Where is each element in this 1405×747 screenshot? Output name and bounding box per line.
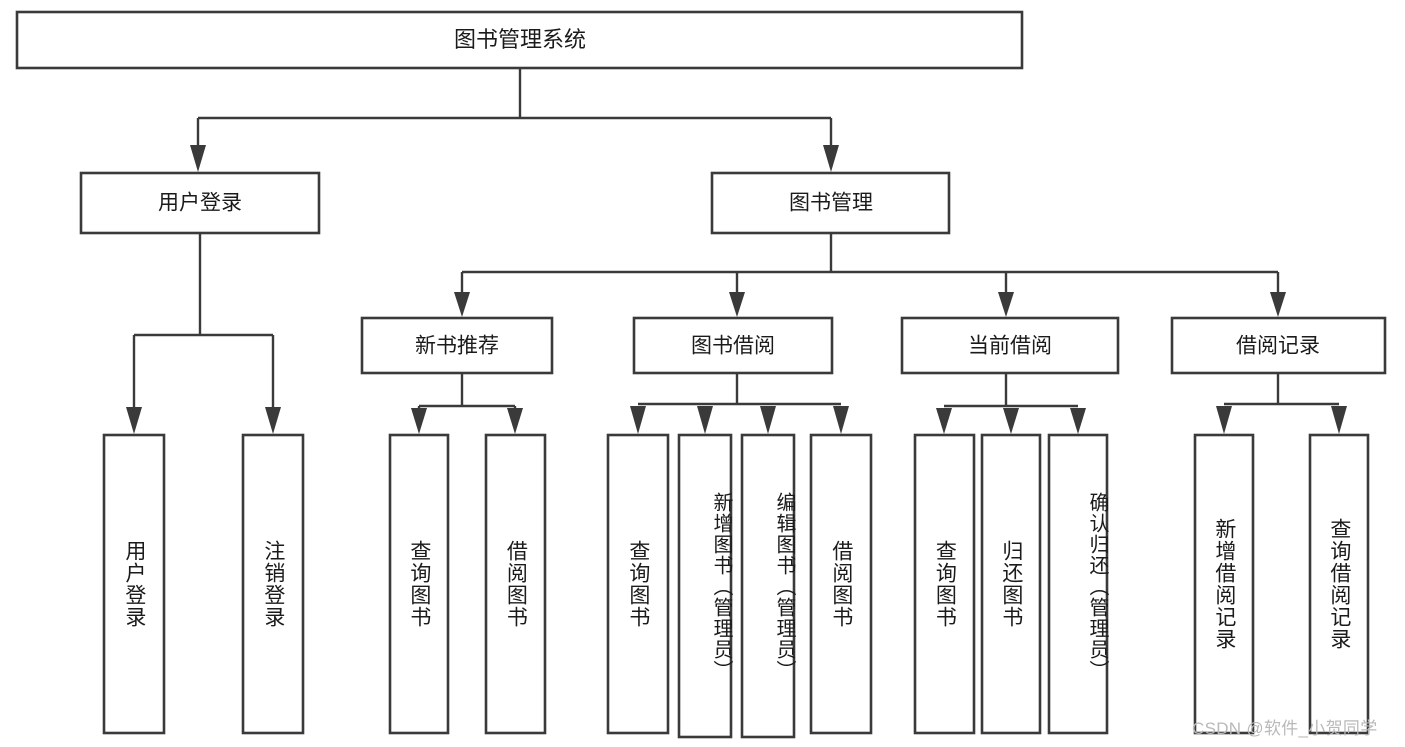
- node-new-book-recommend[interactable]: 新书推荐: [360, 316, 554, 375]
- arrow-head-leaf-borrow-book-1: [507, 408, 523, 434]
- connectors-book-manage-to-level3: [454, 233, 1286, 317]
- node-user-login-label: 用户登录: [158, 192, 242, 215]
- arrow-head-book-borrow: [729, 292, 745, 317]
- leaf-query-book-1-box[interactable]: [388, 433, 450, 735]
- arrow-head-leaf-return-book: [1003, 408, 1019, 434]
- leaf-return-book-box[interactable]: [980, 433, 1042, 735]
- arrow-head-leaf-add-book-admin: [697, 406, 713, 434]
- node-book-manage-label: 图书管理: [789, 192, 873, 215]
- node-book-borrow[interactable]: 图书借阅: [632, 316, 834, 375]
- leaf-logout-box[interactable]: [241, 433, 305, 735]
- node-new-book-recommend-box[interactable]: [360, 316, 554, 375]
- arrow-head-leaf-query-book-1: [411, 408, 427, 434]
- arrow-head-new-book-recommend: [454, 292, 470, 317]
- node-user-login-box[interactable]: [79, 171, 321, 235]
- node-current-borrow[interactable]: 当前借阅: [900, 316, 1120, 375]
- node-root[interactable]: 图书管理系统: [15, 10, 1024, 70]
- node-book-borrow-box[interactable]: [632, 316, 834, 375]
- arrow-head-leaf-user-login: [126, 407, 142, 434]
- arrow-head-current-borrow: [998, 292, 1014, 317]
- arrow-head-leaf-edit-book-admin: [760, 406, 776, 434]
- leaf-borrow-book-2-box[interactable]: [809, 433, 873, 735]
- connectors-borrow-record-to-leaves: [1216, 373, 1347, 434]
- leaf-query-book-3-box[interactable]: [913, 433, 976, 735]
- arrow-head-user-login: [190, 145, 206, 172]
- leaf-boxes: [102, 433, 1370, 739]
- leaf-edit-book-admin-box[interactable]: [740, 433, 796, 739]
- node-book-borrow-label: 图书借阅: [691, 335, 775, 358]
- arrow-head-leaf-logout: [265, 407, 281, 434]
- leaf-add-book-admin-box[interactable]: [677, 433, 733, 739]
- leaf-query-book-2-box[interactable]: [606, 433, 670, 735]
- arrow-head-leaf-query-record: [1331, 406, 1347, 434]
- leaf-borrow-book-1-box[interactable]: [484, 433, 547, 735]
- csdn-watermark: CSDN @软件_小贺同学: [1192, 719, 1378, 738]
- arrow-head-borrow-record: [1270, 292, 1286, 317]
- leaf-query-record-box[interactable]: [1308, 433, 1370, 735]
- node-borrow-record-box[interactable]: [1170, 316, 1387, 375]
- node-book-manage-box[interactable]: [710, 171, 951, 235]
- arrow-head-leaf-query-book-2: [630, 406, 646, 434]
- connectors-root-to-level2: [190, 68, 839, 172]
- node-root-label: 图书管理系统: [454, 27, 586, 52]
- leaf-add-record-box[interactable]: [1193, 433, 1255, 735]
- node-root-box[interactable]: [15, 10, 1024, 70]
- connectors-user-login-to-leaves: [126, 233, 281, 434]
- node-user-login[interactable]: 用户登录: [79, 171, 321, 235]
- arrow-head-leaf-query-book-3: [936, 408, 952, 434]
- leaf-user-login-box[interactable]: [102, 433, 166, 735]
- arrow-head-leaf-confirm-return-admin: [1070, 408, 1086, 434]
- leaf-confirm-return-admin-box[interactable]: [1047, 433, 1109, 735]
- connectors-new-book-recommend-to-leaves: [411, 373, 523, 434]
- connectors-current-borrow-to-leaves: [936, 373, 1086, 434]
- node-book-manage[interactable]: 图书管理: [710, 171, 951, 235]
- arrow-head-leaf-add-record: [1216, 406, 1232, 434]
- node-borrow-record[interactable]: 借阅记录: [1170, 316, 1387, 375]
- node-current-borrow-box[interactable]: [900, 316, 1120, 375]
- node-borrow-record-label: 借阅记录: [1236, 335, 1320, 358]
- connectors-book-borrow-to-leaves: [630, 373, 849, 434]
- arrow-head-leaf-borrow-book-2: [833, 406, 849, 434]
- node-new-book-recommend-label: 新书推荐: [415, 335, 499, 358]
- arrow-head-book-manage: [823, 145, 839, 172]
- node-current-borrow-label: 当前借阅: [968, 335, 1052, 358]
